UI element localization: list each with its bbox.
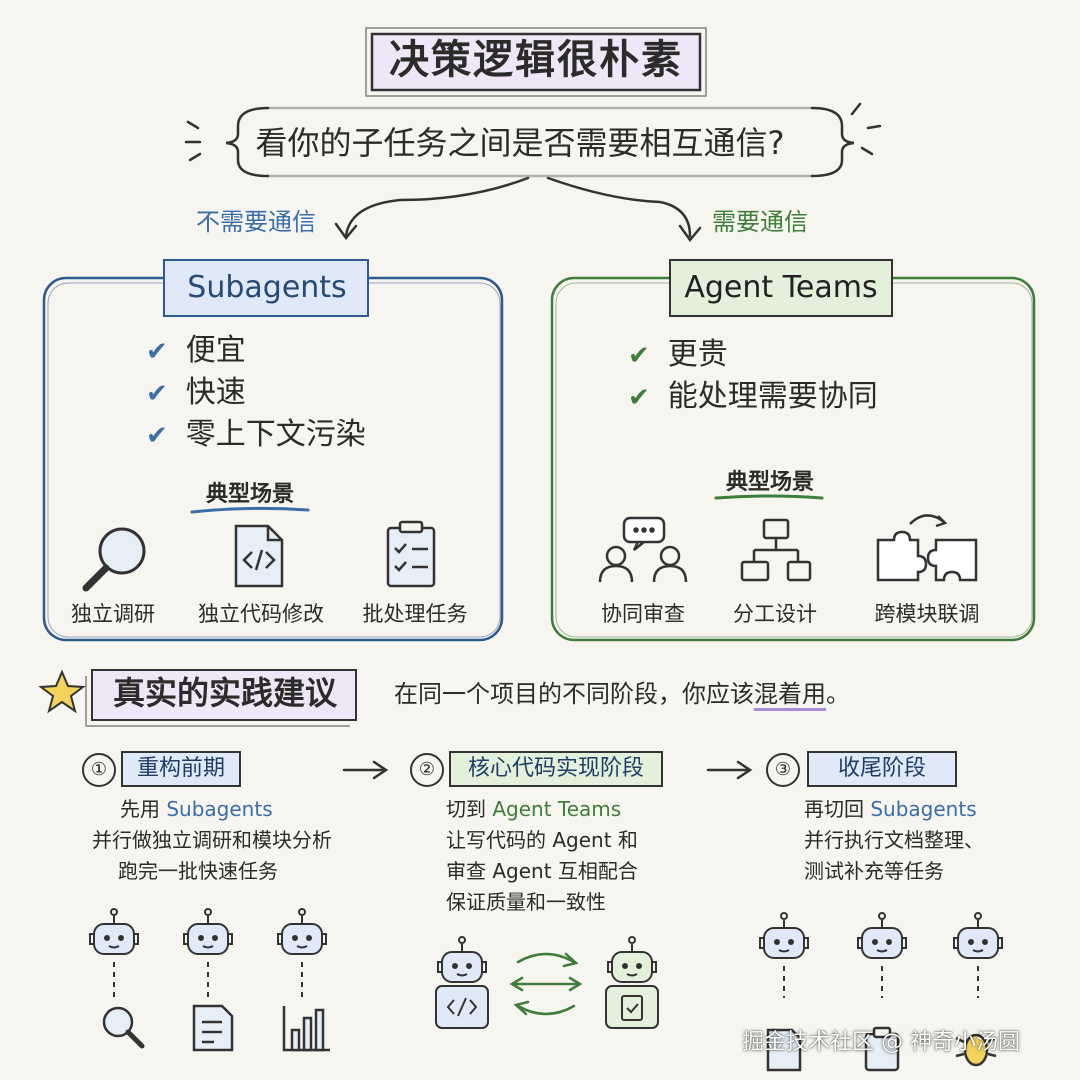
exchange-arrows-icon [509,952,583,1016]
stage-line: 先用 Subagents [120,797,273,821]
stage-number: ③ [766,753,800,787]
agent-teams-panel-frame [550,259,1036,642]
watermark: 掘金技术社区 @ 神奇小汤圆 [742,1030,1020,1055]
star-icon [38,669,86,714]
clipboard-checklist-icon [386,520,436,588]
magnifier-icon [102,1006,145,1049]
question-brackets [184,102,882,178]
chat-people-icon [598,516,688,583]
subagents-title: Subagents [187,270,347,305]
scene-label: 独立代码修改 [198,602,324,626]
robot-icon [89,908,327,998]
subagents-pros-list: ✔便宜 ✔快速 ✔零上下文污染 [146,330,366,456]
tip-text: 在同一个项目的不同阶段，你应该混着用。 [394,676,850,712]
agent-teams-title: Agent Teams [684,270,878,305]
branch-label-no-communication: 不需要通信 [196,208,316,236]
stage-line: 再切回 Subagents [804,797,977,821]
robot-reviewer-icon [605,936,659,1029]
tip-title: 真实的实践建议 [112,674,337,712]
stage-line: 保证质量和一致性 [446,890,606,914]
list-item: ✔更贵 [628,337,728,372]
checkmark-icon: ✔ [146,337,168,367]
magnifier-icon [82,527,146,592]
document-icon [766,1028,802,1072]
list-item: ✔快速 [146,375,246,410]
scene-label: 批处理任务 [362,602,468,626]
agent-teams-pros-list: ✔更贵 ✔能处理需要协同 [628,334,878,418]
stage-arrows [342,760,753,780]
stage-line: 测试补充等任务 [804,859,944,883]
stage-line: 跑完一批快速任务 [118,859,278,883]
stage-label: 重构前期 [136,756,225,781]
agent-teams-scenes-title: 典型场景 [725,470,814,495]
clipboard-icon [864,1026,900,1072]
subagents-panel-frame [42,259,504,642]
code-file-icon [234,524,284,588]
scene-label: 分工设计 [733,602,817,626]
checkmark-icon: ✔ [628,341,650,371]
subagents-scenes-title: 典型场景 [205,482,294,507]
list-item: ✔零上下文污染 [146,417,366,452]
puzzle-icon [876,514,978,582]
tip-highlight: 混着用 [754,680,826,711]
flowchart-icon [740,518,812,582]
stage-number: ② [410,753,444,787]
stage-line: 并行执行文档整理、 [804,828,984,852]
stage-number: ① [82,753,116,787]
stage-label: 收尾阶段 [837,756,926,781]
document-icon [192,1004,234,1052]
stage-line: 并行做独立调研和模块分析 [92,828,332,852]
robot-icon [759,912,1003,998]
bar-chart-icon [282,1006,330,1052]
scene-label: 协同审查 [601,602,685,626]
checkmark-icon: ✔ [146,379,168,409]
robot-coder-icon [435,936,489,1029]
title-banner [365,27,707,97]
stage-label: 核心代码实现阶段 [467,756,644,781]
tip-title-frame [85,669,357,727]
stage-line: 让写代码的 Agent 和 [446,828,638,852]
branch-label-needs-communication: 需要通信 [712,208,808,236]
scene-label: 独立调研 [71,602,155,626]
list-item: ✔能处理需要协同 [628,379,878,414]
list-item: ✔便宜 [146,333,246,368]
branch-arrows [334,176,702,243]
stage-line: 切到 Agent Teams [446,797,622,821]
decision-question: 看你的子任务之间是否需要相互通信? [255,124,785,162]
page-title: 决策逻辑很朴素 [389,37,683,83]
bug-icon [955,1033,997,1067]
checkmark-icon: ✔ [628,383,650,413]
scene-label: 跨模块联调 [874,602,980,626]
checkmark-icon: ✔ [146,421,168,451]
stage-label-frames [121,751,957,787]
stage-line: 审查 Agent 互相配合 [446,859,638,883]
